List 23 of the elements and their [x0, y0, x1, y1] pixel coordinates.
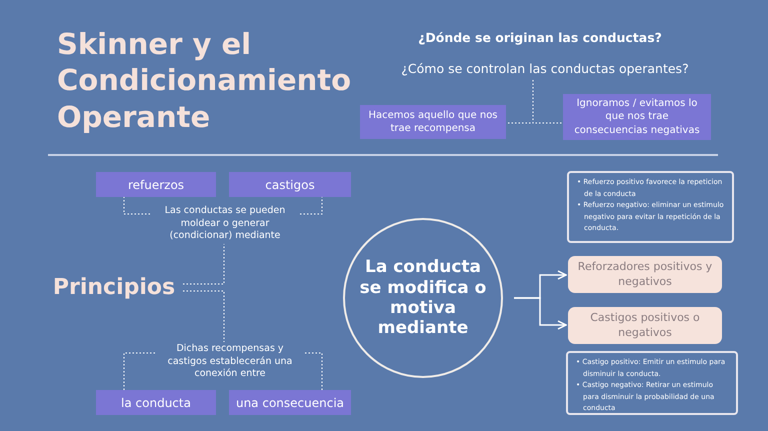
note-card	[566, 351, 738, 415]
dotted-connector	[182, 290, 224, 342]
category-box: Reforzadores positivos y negativos	[568, 256, 722, 293]
statement-box: Hacemos aquello que nos trae recompensa	[360, 105, 506, 139]
note-card	[567, 171, 734, 243]
arrow	[514, 297, 567, 330]
central-circle: La conducta se modifica o motiva mediante	[343, 218, 503, 378]
dotted-connector	[182, 244, 224, 284]
concept-box: castigos	[229, 172, 351, 197]
concept-box: una consecuencia	[229, 390, 351, 415]
question-text: ¿Cómo se controlan las conductas operantes?	[380, 58, 710, 78]
category-box: Castigos positivos o negativos	[568, 307, 722, 344]
dotted-connector	[304, 352, 322, 390]
concept-box: la conducta	[96, 390, 216, 415]
title: Skinner y el Condicionamiento Operante	[57, 26, 352, 135]
dotted-connector	[300, 196, 322, 214]
dotted-connector	[532, 80, 564, 124]
statement-box: Ignoramos / evitamos lo que nos trae consecuencias negativas	[563, 94, 711, 140]
question-text: ¿Dónde se originan las conductas?	[417, 30, 663, 45]
concept-box: refuerzos	[96, 172, 216, 197]
heading-text: Principios	[55, 272, 173, 302]
dotted-connector	[124, 196, 150, 214]
dotted-connector	[124, 352, 156, 390]
